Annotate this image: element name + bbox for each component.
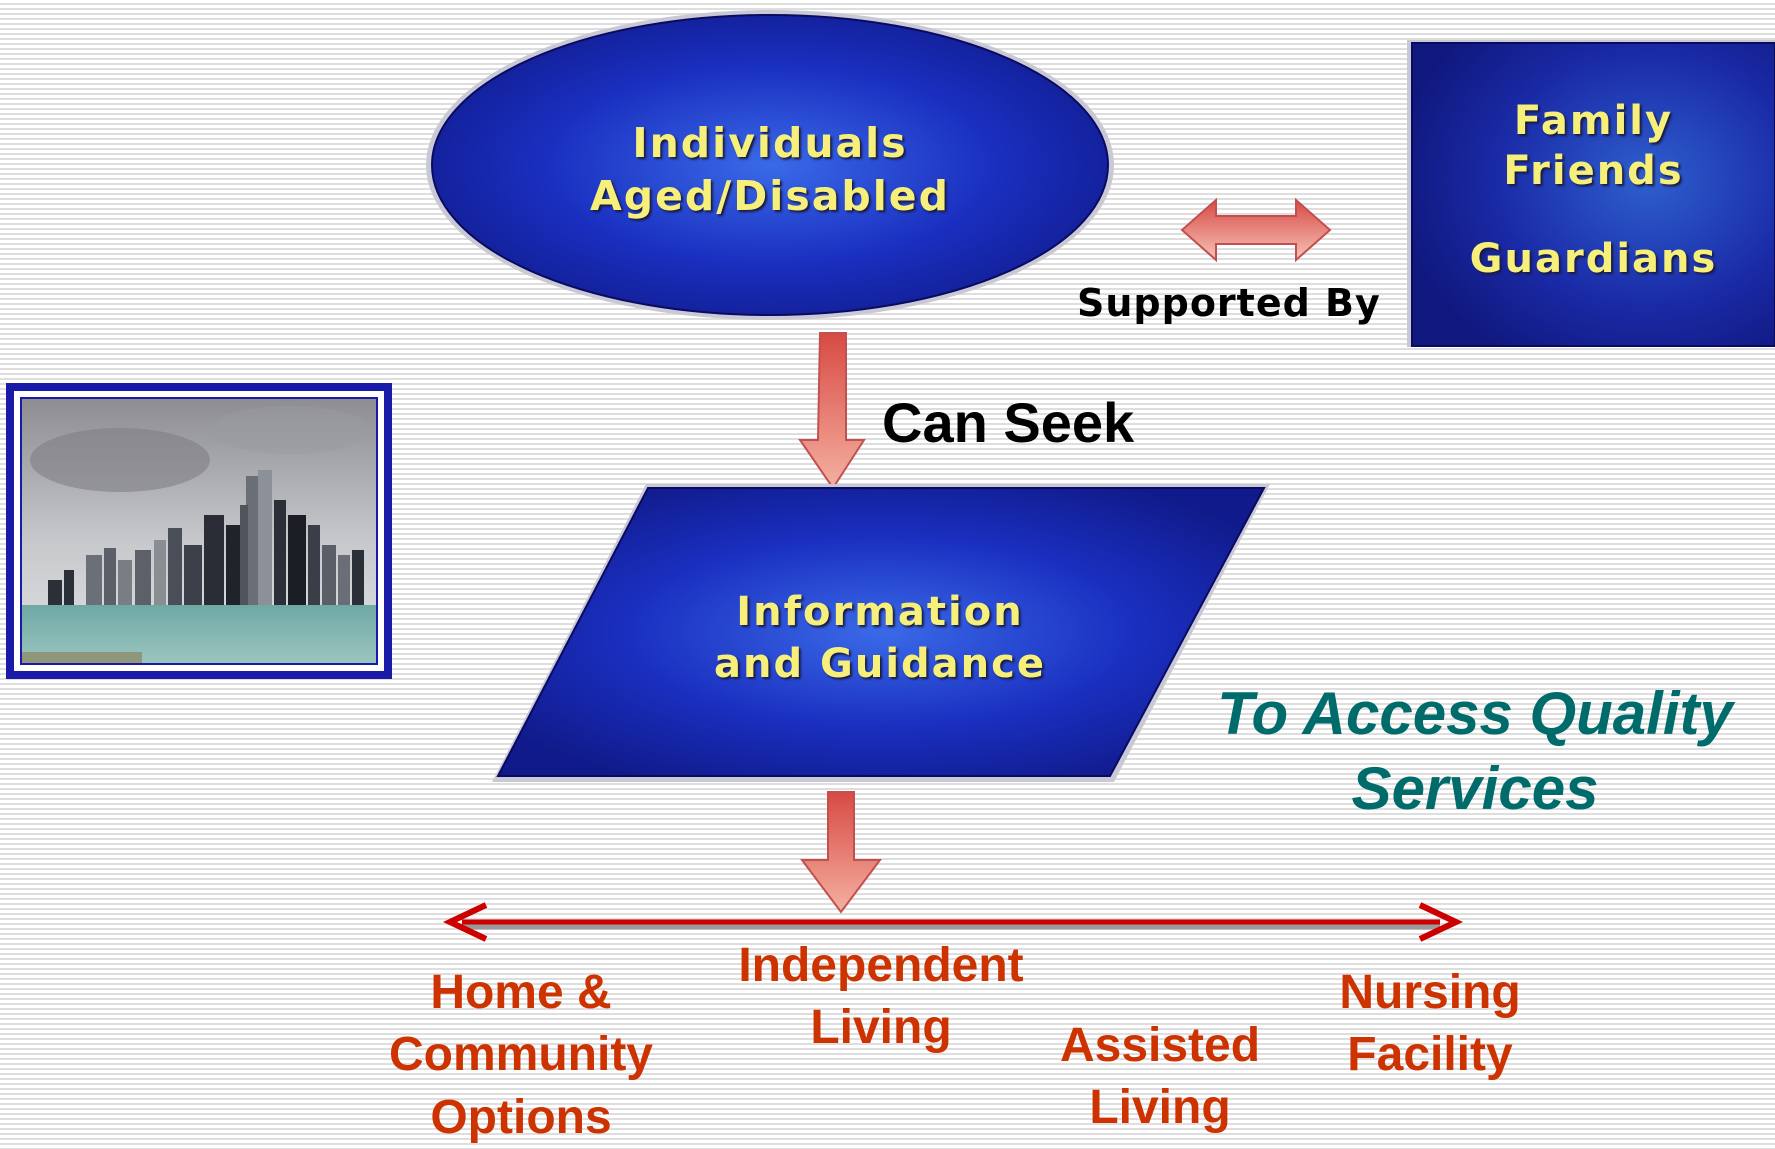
option-nursing-line1: Nursing — [1339, 966, 1521, 1019]
city-skyline-photo — [6, 383, 392, 679]
option-independent-living: Independent Living — [700, 935, 1062, 1060]
option-home-line2: Community — [389, 1028, 653, 1082]
supported-by-double-arrow — [1180, 197, 1332, 263]
options-arrow — [800, 791, 882, 914]
option-assisted-line2: Living — [1089, 1081, 1231, 1135]
option-home-line3: Options — [430, 1090, 612, 1144]
support-line2: Friends — [1503, 148, 1684, 194]
individuals-line1: Individuals — [632, 119, 908, 167]
tagline-line1: To Access Quality — [1217, 680, 1733, 747]
services-continuum-arrow — [442, 902, 1464, 942]
support-box-label: Family Friends Guardians — [1412, 96, 1775, 284]
individuals-line2: Aged/Disabled — [590, 172, 950, 221]
information-line1: Information — [736, 589, 1024, 635]
can-seek-label: Can Seek — [882, 391, 1135, 454]
option-home-line1: Home & — [430, 966, 612, 1019]
support-line3: Guardians — [1469, 236, 1718, 282]
option-home-community: Home & Community Options — [350, 962, 692, 1149]
option-assisted-line1: Assisted — [1059, 1019, 1261, 1072]
support-line1: Family — [1513, 98, 1674, 144]
option-assisted-living: Assisted Living — [1040, 1015, 1280, 1140]
can-seek-arrow — [798, 332, 866, 490]
tagline: To Access Quality Services — [1180, 676, 1770, 826]
option-independent-line2: Living — [810, 1001, 952, 1055]
information-line2: and Guidance — [714, 641, 1046, 687]
information-label: Information and Guidance — [660, 586, 1100, 690]
individuals-label: Individuals Aged/Disabled — [560, 117, 980, 224]
option-nursing-line2: Facility — [1347, 1028, 1513, 1082]
tagline-line2: Services — [1351, 755, 1599, 822]
supported-by-label: Supported By — [1077, 281, 1381, 325]
option-nursing-facility: Nursing Facility — [1310, 962, 1550, 1087]
option-independent-line1: Independent — [738, 939, 1024, 992]
